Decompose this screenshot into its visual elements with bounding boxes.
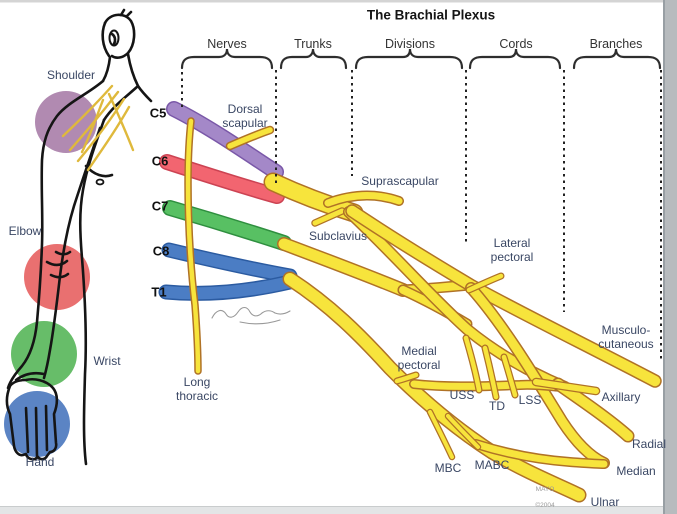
outer-arm [6, 79, 105, 390]
in-situ-plexus-sketch [61, 84, 135, 172]
ear [108, 29, 120, 47]
wrist-circle [11, 321, 77, 387]
bottom-edge [0, 507, 663, 514]
finger-lines [14, 371, 49, 458]
section-separators [181, 70, 662, 360]
diagram-title: The Brachial Plexus [366, 7, 496, 23]
bottom-edge-line [0, 506, 663, 508]
head-outline [103, 13, 136, 59]
section-braces [180, 48, 662, 70]
armpit-line [102, 84, 140, 122]
hair-strokes [119, 8, 133, 18]
right-edge-line [663, 0, 665, 514]
cords-brace [468, 48, 562, 70]
plexus-network [166, 109, 655, 495]
neck-right [126, 52, 153, 103]
ear-inner [110, 32, 117, 46]
right-edge [663, 0, 677, 514]
elbow-creases [45, 250, 72, 279]
nipple [95, 178, 105, 186]
branches-brace [572, 48, 662, 70]
body-figure [5, 8, 153, 466]
trunks-brace [279, 48, 348, 70]
torso-edge [78, 118, 106, 466]
neck-left [101, 55, 112, 83]
nerves-brace [180, 48, 274, 70]
divisions-brace [354, 48, 464, 70]
top-edge [0, 0, 677, 3]
head-back [101, 21, 111, 58]
artist-signature [211, 306, 291, 325]
hand-outline [5, 377, 59, 461]
